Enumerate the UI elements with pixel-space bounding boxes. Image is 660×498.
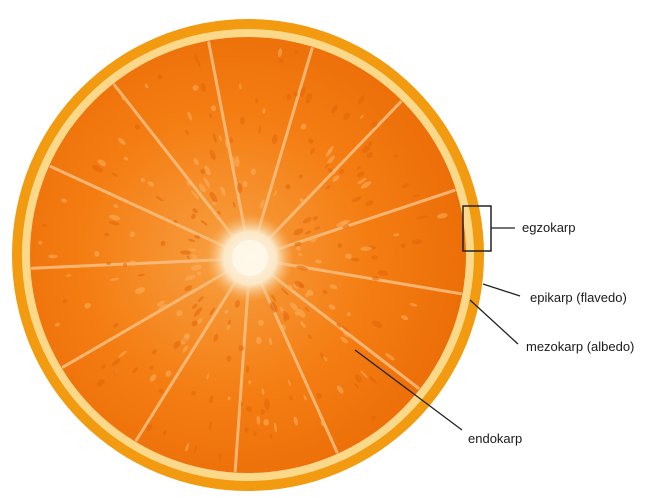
- mezokarp-leader: [470, 300, 518, 344]
- core-center: [232, 240, 268, 276]
- egzokarp-label: egzokarp: [522, 220, 575, 236]
- juice-vesicle: [246, 365, 249, 373]
- juice-vesicle: [246, 406, 252, 412]
- epikarp-leader: [483, 284, 520, 296]
- juice-vesicle: [94, 251, 99, 257]
- epikarp-label: epikarp (flavedo): [530, 290, 627, 306]
- mezokarp-label: mezokarp (albedo): [526, 339, 634, 355]
- endokarp-label: endokarp: [468, 431, 522, 447]
